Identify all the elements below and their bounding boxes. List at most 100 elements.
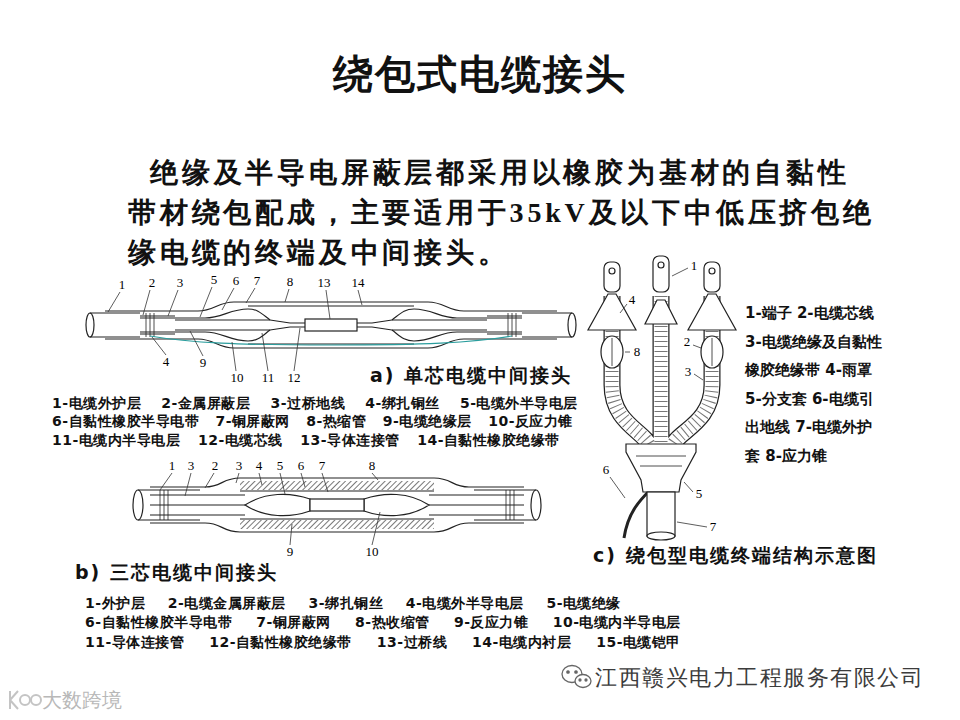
three-core-joint <box>240 491 434 519</box>
leader-line <box>205 473 214 488</box>
cable-termination <box>609 268 615 274</box>
leader-line <box>322 473 328 492</box>
callout-number: 2 <box>212 459 219 474</box>
callout-number: 11 <box>262 371 275 386</box>
leader-line <box>677 522 707 527</box>
callout-number: 9 <box>200 356 207 371</box>
figure-caption: a) 单芯电缆中间接头 <box>370 365 572 387</box>
callout-number: 3 <box>685 365 692 380</box>
leader-line <box>160 473 380 545</box>
leader-line <box>232 342 236 371</box>
three-core-joint <box>138 490 536 520</box>
cable-termination <box>658 262 664 268</box>
single-core-joint <box>86 313 94 337</box>
callout-number: 6 <box>298 459 305 474</box>
callout-number: 4 <box>629 293 636 308</box>
wechat-icon <box>567 671 569 673</box>
leader-line <box>143 290 150 315</box>
three-core-joint <box>240 520 434 529</box>
single-core-joint <box>146 313 516 337</box>
leader-line <box>372 473 378 480</box>
callout-number: 10 <box>366 545 379 560</box>
leader-line <box>168 290 178 316</box>
cable-termination <box>636 456 686 466</box>
single-core-joint <box>150 336 512 345</box>
callout-number: 14 <box>352 276 365 291</box>
wechat-icon <box>579 679 581 681</box>
three-core-joint <box>160 490 514 520</box>
leader-line <box>280 473 285 494</box>
watermark: 江西赣兴电力工程服务有限公司 <box>595 665 924 690</box>
leader-line <box>610 268 707 527</box>
cable-termination <box>709 268 715 274</box>
leader-line <box>372 512 380 545</box>
callout-number: 1 <box>119 278 126 293</box>
callout-number: 8 <box>634 345 641 360</box>
three-core-joint <box>133 490 143 520</box>
watermark-logo <box>20 695 30 705</box>
callout-number: 7 <box>319 459 326 474</box>
leader-line <box>625 352 630 353</box>
leader-line <box>285 289 289 302</box>
callout-number: 5 <box>277 459 284 474</box>
leader-line <box>620 304 627 313</box>
leader-line <box>694 374 703 380</box>
leader-line <box>185 473 191 496</box>
leader-line <box>108 292 120 312</box>
three-core-joint <box>531 490 541 520</box>
single-core-joint <box>140 316 522 334</box>
leader-line <box>160 473 172 490</box>
callout-number: 5 <box>211 273 218 288</box>
three-core-joint <box>133 478 541 532</box>
callout-number: 7 <box>710 520 717 535</box>
leader-line <box>236 473 239 483</box>
callout-number: 4 <box>163 355 170 370</box>
single-core-joint <box>305 319 357 331</box>
legend-line: 6-自黏性橡胶半导电带 7-铜屏蔽网 8-热缩管 9-电缆绝缘层 10-反应力锥 <box>52 413 573 429</box>
wechat-icon <box>585 679 587 681</box>
three-core-joint <box>310 499 364 511</box>
single-core-joint <box>105 302 557 348</box>
wechat-icon <box>562 666 582 683</box>
legend-line: 1-外护层 2-电缆金属屏蔽层 3-绑扎铜丝 4-电缆外半导电层 5-电缆绝缘 <box>85 595 621 611</box>
single-core-joint <box>90 313 572 337</box>
leader-line <box>200 287 212 317</box>
leader-line <box>290 524 292 545</box>
cable-termination <box>604 262 620 292</box>
single-core-joint <box>248 306 414 344</box>
cable-termination <box>647 492 675 536</box>
three-core-joint <box>245 494 429 515</box>
legend-block: 1-端子 2-电缆芯线 3-电缆绝缘及自黏性 橡胶绝缘带 4-雨罩 5-分支套 … <box>745 299 887 470</box>
callout-number: 10 <box>231 371 244 386</box>
single-core-joint <box>205 309 457 341</box>
legend-line: 11-导体连接管 12-自黏性橡胶绝缘带 13-过桥线 14-电缆内衬层 15-… <box>85 634 681 650</box>
callout-number: 6 <box>233 274 240 289</box>
leader-line <box>358 290 362 305</box>
leader-line <box>259 473 262 485</box>
three-core-joint <box>150 495 524 515</box>
leader-line <box>684 482 693 492</box>
leader-line <box>294 328 300 371</box>
callout-number: 4 <box>256 459 263 474</box>
watermark: 大数跨境 <box>42 689 122 712</box>
callout-number: 7 <box>254 274 261 289</box>
callout-number: 8 <box>369 459 376 474</box>
cable-termination <box>647 532 675 540</box>
single-core-joint <box>568 313 576 337</box>
single-core-joint <box>175 320 487 330</box>
cable-termination <box>653 256 669 292</box>
cable-termination <box>588 256 736 540</box>
callout-number: 1 <box>169 459 176 474</box>
wechat-icon <box>575 671 577 673</box>
watermark-logo <box>10 691 41 709</box>
legend-line: 11-电缆内半导电层 12-电缆芯线 13-导体连接管 14-自黏性橡胶绝缘带 <box>52 432 560 448</box>
figure-caption: b) 三芯电缆中间接头 <box>75 562 278 584</box>
slide-title: 绕包式电缆接头 <box>333 52 627 98</box>
cable-termination <box>704 262 720 292</box>
callout-number: 13 <box>318 276 331 291</box>
leader-line <box>262 333 268 371</box>
leader-line <box>301 473 305 487</box>
